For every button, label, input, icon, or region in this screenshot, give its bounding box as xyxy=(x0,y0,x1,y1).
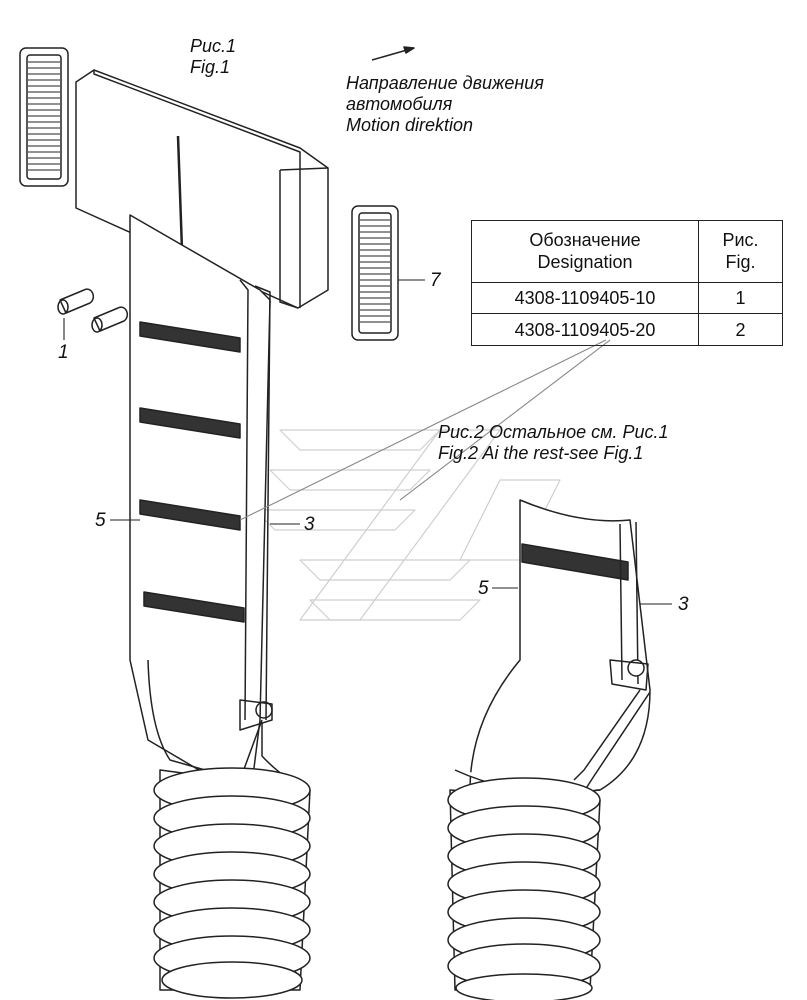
callout-7: 7 xyxy=(430,270,441,291)
designation-header-ru: Обозначение xyxy=(529,230,641,251)
table-header-row: Обозначение Designation Рис. Fig. xyxy=(471,220,783,283)
intake-duct-fig2 xyxy=(454,499,651,819)
designation-header: Обозначение Designation xyxy=(471,220,699,283)
fig1-title-en: Fig.1 xyxy=(190,57,231,77)
corrugated-hose-fig1 xyxy=(153,767,311,999)
direction-label-line3: Motion direktion xyxy=(346,115,474,135)
filter-element-7 xyxy=(351,205,399,341)
intake-duct-fig1 xyxy=(75,69,329,814)
leader-lines xyxy=(63,279,672,605)
callout-3-fig2: 3 xyxy=(678,594,689,615)
fig2-note-ru: Рис.2 Остальное см. Рис.1 xyxy=(438,422,669,442)
designation-header-en: Designation xyxy=(537,252,633,273)
corrugated-hose-fig2 xyxy=(447,777,601,1000)
bushings-1 xyxy=(57,288,129,333)
callout-1: 1 xyxy=(58,342,69,363)
fig-cell: 1 xyxy=(698,281,783,315)
fig1-title: Рис.1 xyxy=(190,36,237,56)
fig-header-en: Fig. xyxy=(725,252,756,273)
fig2-note-en: Fig.2 Ai the rest-see Fig.1 xyxy=(438,443,644,463)
designation-cell: 4308-1109405-10 xyxy=(471,281,699,315)
fig-header-ru: Рис. xyxy=(722,230,759,251)
filter-element-left xyxy=(19,47,69,187)
table-row: 4308-1109405-10 1 xyxy=(471,281,783,315)
table-row: 4308-1109405-20 2 xyxy=(471,313,783,346)
callout-5-fig2: 5 xyxy=(478,578,489,599)
fig-cell: 2 xyxy=(698,313,783,346)
direction-label-line2: автомобиля xyxy=(346,94,453,114)
watermark-logo xyxy=(254,429,561,621)
direction-arrow-icon xyxy=(371,46,415,61)
designation-table: Обозначение Designation Рис. Fig. 4308-1… xyxy=(471,220,783,346)
callout-5-fig1: 5 xyxy=(95,510,106,531)
designation-cell: 4308-1109405-20 xyxy=(471,313,699,346)
direction-label-line1: Направление движения xyxy=(346,73,544,93)
callout-3-fig1: 3 xyxy=(304,514,315,535)
fig-header: Рис. Fig. xyxy=(698,220,783,283)
